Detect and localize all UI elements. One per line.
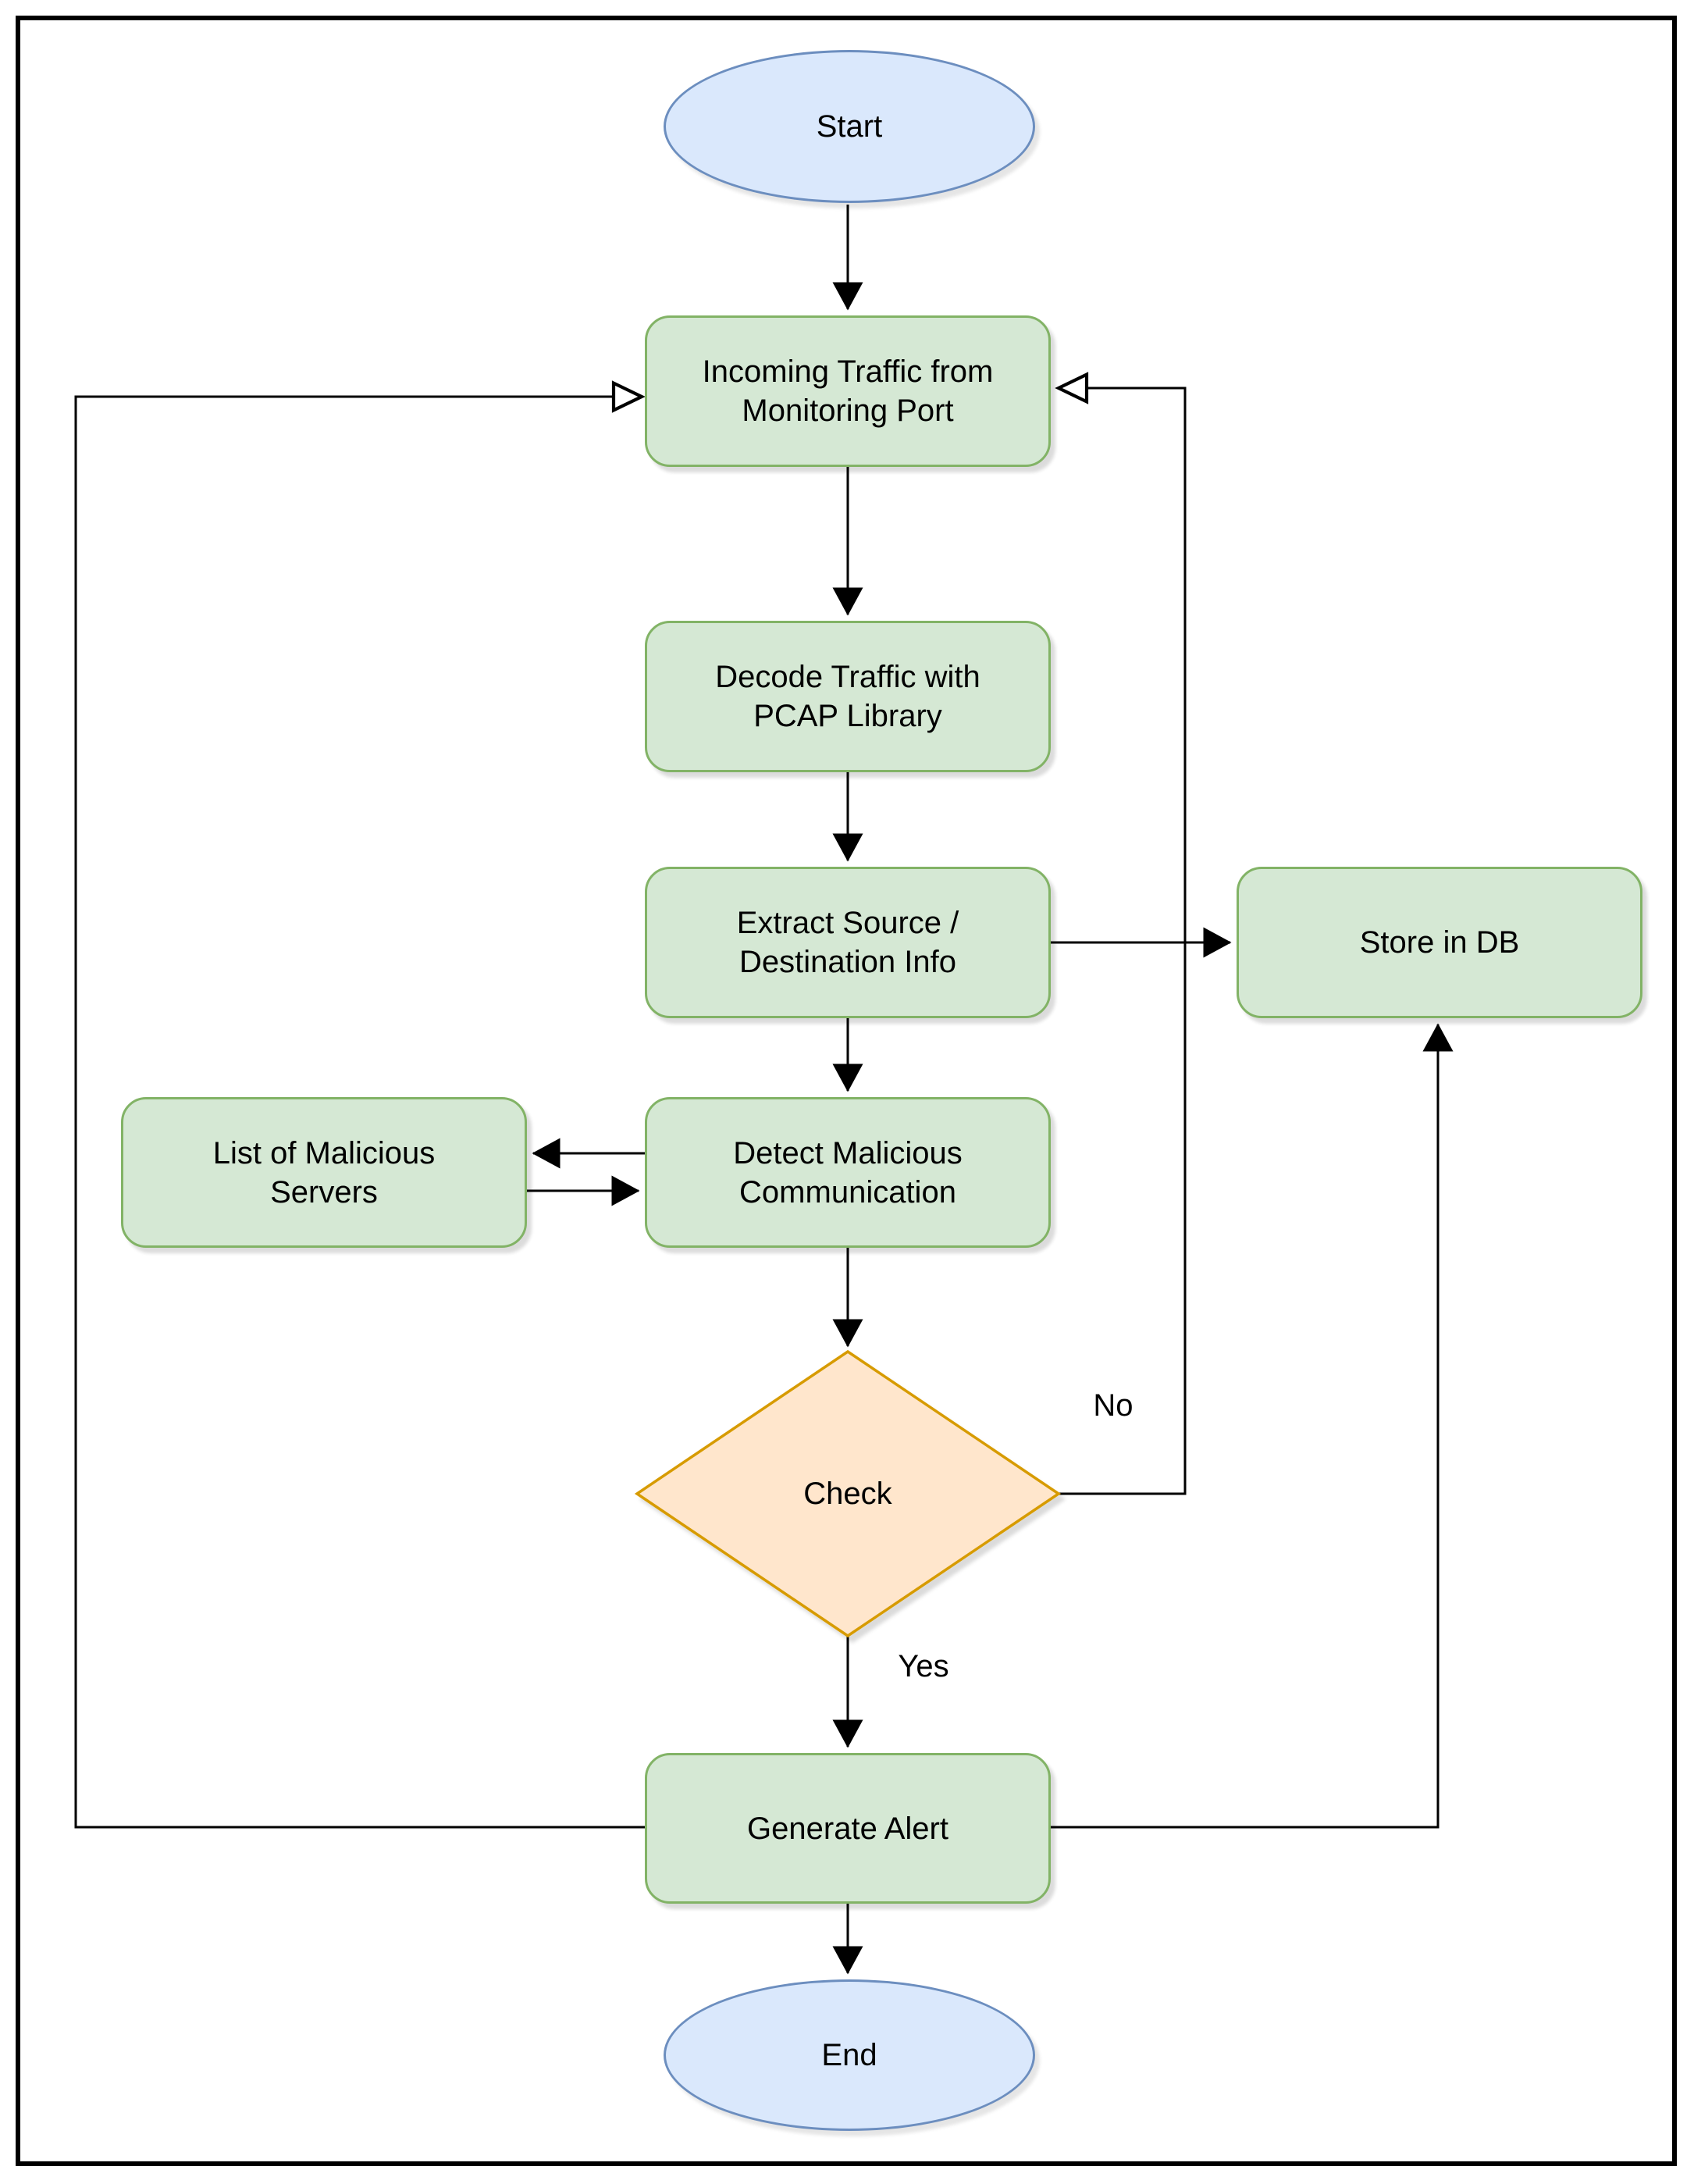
node-start-label: Start xyxy=(816,109,883,144)
node-extract-source-destination-label: Extract Source / Destination Info xyxy=(736,906,959,979)
node-store-in-db-label: Store in DB xyxy=(1359,925,1520,960)
edge-label-yes: Yes xyxy=(864,1649,983,1684)
node-end: End xyxy=(664,1979,1035,2131)
node-generate-alert: Generate Alert xyxy=(645,1753,1051,1904)
node-list-of-malicious-servers: List of Malicious Servers xyxy=(121,1097,527,1248)
node-detect-malicious-communication-label: Detect Malicious Communication xyxy=(733,1135,963,1210)
node-generate-alert-label: Generate Alert xyxy=(747,1811,948,1846)
node-start: Start xyxy=(664,50,1035,203)
node-decode-traffic: Decode Traffic with PCAP Library xyxy=(645,621,1051,772)
node-decode-traffic-label: Decode Traffic with PCAP Library xyxy=(715,660,980,733)
edge-check-no-loop-to-incoming xyxy=(1055,372,1187,1495)
node-store-in-db: Store in DB xyxy=(1237,867,1642,1018)
node-end-label: End xyxy=(821,2038,877,2072)
node-check-text: Check xyxy=(803,1477,892,1511)
node-list-of-malicious-servers-label: List of Malicious Servers xyxy=(212,1135,436,1210)
edge-label-no: No xyxy=(1054,1388,1173,1423)
check-decision-diamond xyxy=(634,1349,1062,1638)
edge-generate-to-store xyxy=(1051,1023,1454,1829)
node-incoming-traffic-label: Incoming Traffic from Monitoring Port xyxy=(702,354,994,428)
page-border xyxy=(16,16,1677,2166)
node-check-label: Check xyxy=(692,1455,1004,1533)
node-incoming-traffic: Incoming Traffic from Monitoring Port xyxy=(645,315,1051,467)
node-extract-source-destination: Extract Source / Destination Info xyxy=(645,867,1051,1018)
edge-generate-loop-to-incoming xyxy=(74,380,646,1829)
node-detect-malicious-communication: Detect Malicious Communication xyxy=(645,1097,1051,1248)
